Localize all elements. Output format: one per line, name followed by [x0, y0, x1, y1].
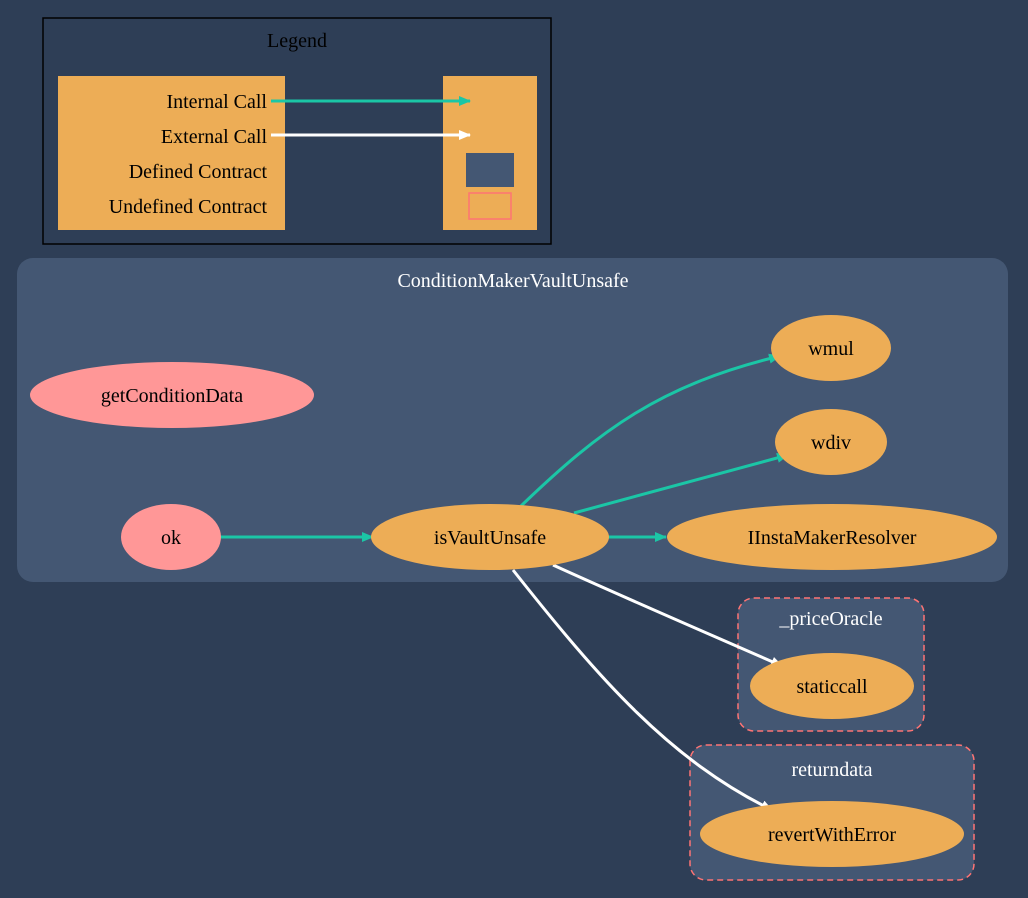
legend-external-call-label: External Call	[161, 126, 268, 148]
cluster-box	[17, 258, 1008, 582]
node-label: wdiv	[811, 432, 851, 454]
edge-isvaultunsafe-to-staticcall	[552, 563, 783, 668]
node-label: wmul	[808, 338, 854, 360]
node-label: isVaultUnsafe	[434, 527, 546, 549]
cluster-title: _priceOracle	[778, 608, 882, 630]
legend-defined-contract-swatch	[466, 153, 514, 187]
node-wmul: wmul	[771, 315, 891, 381]
node-shape	[371, 504, 609, 570]
node-getconditiondata: getConditionData	[30, 362, 314, 428]
node-label: ok	[161, 527, 181, 549]
node-shape	[771, 315, 891, 381]
legend-labels-panel	[58, 76, 285, 230]
legend-internal-call-label: Internal Call	[166, 91, 267, 113]
node-shape	[121, 504, 221, 570]
node-label: staticcall	[796, 676, 868, 698]
cluster-title: ConditionMakerVaultUnsafe	[397, 270, 628, 292]
node-iinstamakerresolver: IInstaMakerResolver	[667, 504, 997, 570]
legend: Legend Internal Call External Call Defin…	[42, 17, 552, 245]
edges	[220, 353, 789, 812]
node-shape	[750, 653, 914, 719]
node-shape	[30, 362, 314, 428]
node-ok: ok	[121, 504, 221, 570]
node-staticcall: staticcall	[750, 653, 914, 719]
node-wdiv: wdiv	[775, 409, 887, 475]
legend-undefined-contract-label: Undefined Contract	[109, 196, 268, 218]
edge-isvaultunsafe-to-reverwitherror	[511, 569, 773, 812]
node-reverwitherror: revertWithError	[700, 801, 964, 867]
node-shape	[775, 409, 887, 475]
edge-isvaultunsafe-to-wdiv	[573, 453, 789, 515]
node-label: IInstaMakerResolver	[748, 527, 917, 549]
node-shape	[700, 801, 964, 867]
node-label: revertWithError	[768, 824, 896, 846]
legend-title: Legend	[267, 30, 327, 52]
edge-isvaultunsafe-to-wmul	[519, 353, 781, 508]
node-shape	[667, 504, 997, 570]
node-isvaultunsafe: isVaultUnsafe	[371, 504, 609, 570]
node-label: getConditionData	[101, 385, 243, 407]
legend-undefined-contract-swatch	[468, 192, 512, 220]
cluster-title: returndata	[791, 759, 872, 781]
legend-defined-contract-label: Defined Contract	[129, 161, 268, 183]
cluster-condition-maker-vault-unsafe: ConditionMakerVaultUnsafe	[17, 258, 1008, 582]
